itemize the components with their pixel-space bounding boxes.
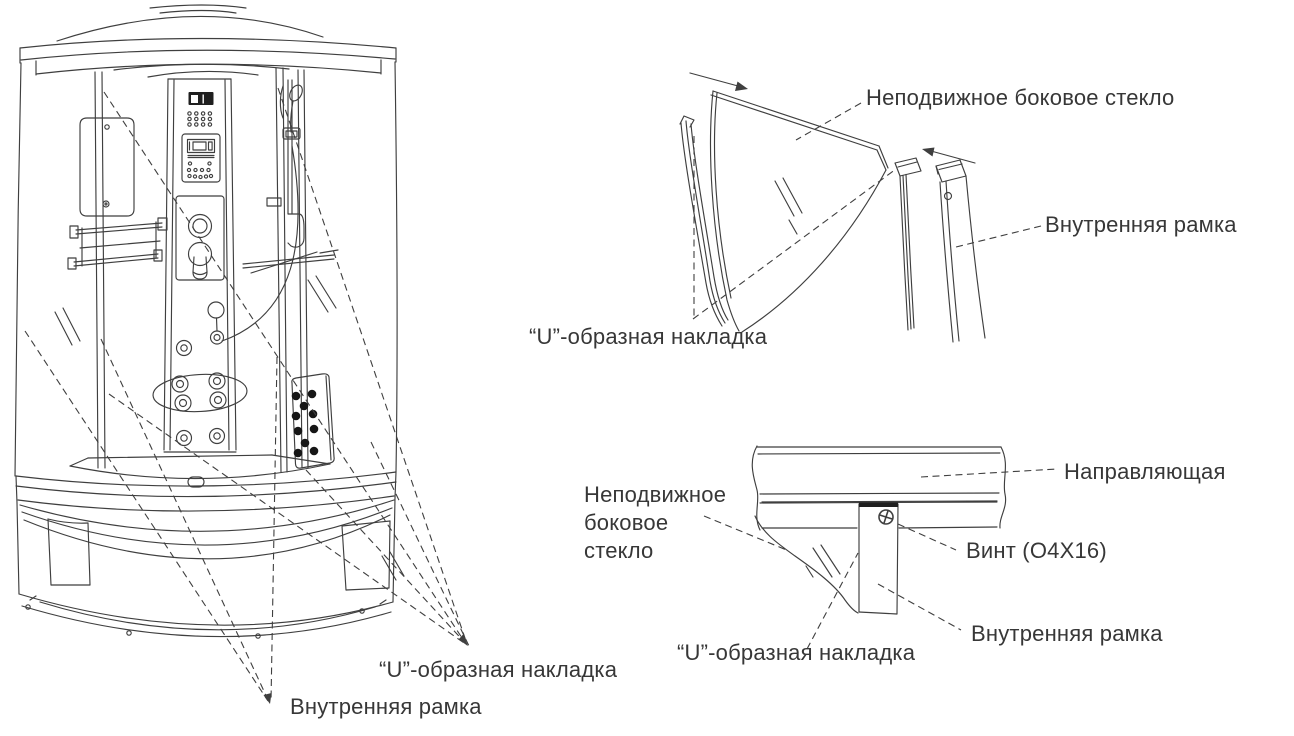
leader-arrow-u-overlay — [458, 634, 468, 646]
rail-section-drawing — [703, 445, 1058, 650]
glass-section — [754, 515, 859, 614]
mirror — [79, 117, 135, 217]
label-inner-frame-assembly: Внутренняя рамка — [1045, 212, 1237, 237]
label-screw: Винт (О4Х16) — [966, 538, 1107, 563]
cabin-center-column — [163, 78, 237, 453]
label-fixed-side-glass-assembly: Неподвижное боковое стекло — [866, 85, 1175, 110]
fixed-side-glass-panel — [709, 90, 889, 333]
diverter-lever — [187, 241, 213, 267]
cabin-dome — [56, 4, 324, 42]
frame-screw-hole — [943, 191, 953, 201]
glass-assembly-leaders — [692, 102, 1042, 320]
screw-icon — [878, 509, 894, 525]
shower-hose — [221, 145, 299, 342]
cabin-left-wall-edge — [14, 62, 22, 477]
cabin-frame-strips — [94, 67, 309, 473]
label-fixed-side-glass-section: Неподвижное боковое стекло — [584, 481, 726, 565]
label-inner-frame-cabin: Внутренняя рамка — [290, 694, 482, 719]
shelf-rack — [67, 217, 168, 270]
leader-arrow-inner-frame — [263, 693, 272, 704]
label-u-overlay-cabin: “U”-образная накладка — [379, 657, 618, 682]
label-guide-rail: Направляющая — [1064, 459, 1226, 484]
outlet-knob — [207, 301, 225, 319]
direction-arrow-side — [922, 147, 935, 157]
rail-section-leaders — [703, 468, 1058, 650]
massage-jets-panel — [291, 373, 335, 469]
clamp-top-strip — [859, 502, 898, 507]
towel-bar — [242, 249, 339, 274]
keypad-panel — [181, 133, 221, 183]
inner-frame-section — [858, 502, 899, 615]
direction-arrows — [689, 72, 976, 164]
drain — [187, 476, 205, 488]
shower-holder — [282, 127, 301, 140]
label-u-overlay-assembly: “U”-образная накладка — [529, 324, 768, 349]
cabin-canopy — [19, 37, 397, 78]
cabin-drawing — [14, 4, 470, 704]
base-tray — [15, 454, 397, 639]
jet-cluster-oval — [152, 373, 248, 413]
direction-arrow-top — [735, 81, 748, 91]
glass-hatches — [54, 275, 405, 581]
u-overlay-strip — [679, 115, 729, 327]
mixer-knob — [187, 213, 213, 239]
cabin-leader-lines — [24, 87, 470, 704]
mixer-panel — [175, 195, 225, 281]
label-u-overlay-section: “U”-образная накладка — [677, 640, 916, 665]
control-panel — [175, 92, 225, 345]
glass-assembly-drawing — [679, 72, 1042, 343]
guide-rail — [751, 445, 1007, 531]
button-grid — [187, 111, 213, 127]
label-inner-frame-section: Внутренняя рамка — [971, 621, 1163, 646]
hand-shower — [221, 79, 305, 342]
cabin-right-wall-edge — [394, 61, 398, 473]
label-fixed-side-glass-line1: Неподвижное — [584, 482, 727, 507]
inner-frame-profile — [935, 159, 986, 343]
hydro-jets — [152, 339, 248, 447]
hose-hook — [209, 330, 225, 345]
shower-head — [289, 84, 303, 102]
u-overlay-profile — [894, 157, 922, 331]
label-fixed-side-glass-line3: стекло — [584, 538, 654, 563]
label-fixed-side-glass-line2: боковое — [584, 510, 669, 535]
